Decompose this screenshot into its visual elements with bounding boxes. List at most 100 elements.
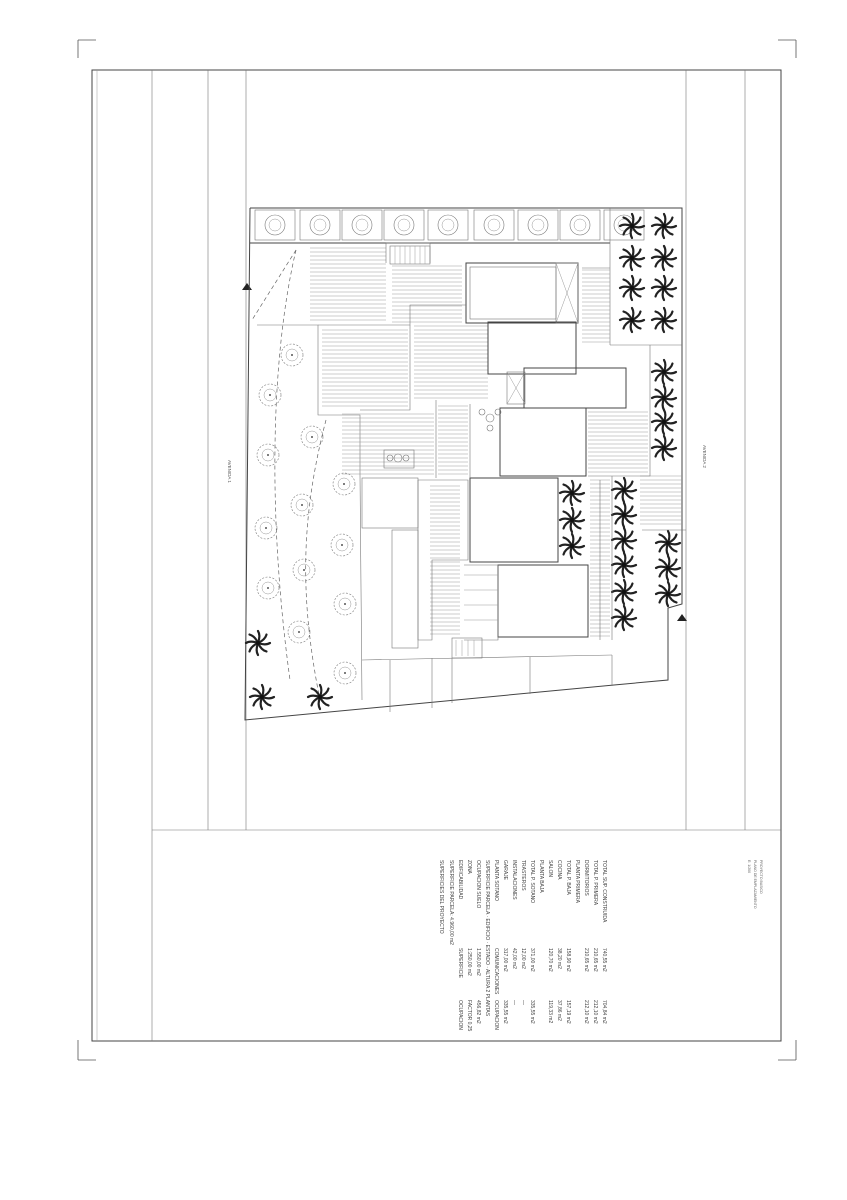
terrace-hatch-zone [414, 325, 488, 399]
schedule-cell: 119,33 m2 [547, 1000, 553, 1023]
terrace-hatch-zone [392, 265, 462, 323]
street-west: AVENIDA 1 [207, 70, 247, 830]
schedule-cell: 157,19 m2 [565, 1000, 571, 1024]
schedule-cell: TRASTEROS [520, 860, 526, 891]
access-marker-west [242, 283, 252, 290]
schedule-cell: EDIFICABILIDAD [457, 860, 463, 900]
palm-tree-icon [610, 551, 638, 579]
terrace-furniture [383, 408, 502, 469]
tree-icon [300, 425, 324, 449]
schedule-cell: 317,00 m2 [502, 948, 508, 972]
palm-tree-icon [618, 244, 646, 272]
schedule-cell: 335,55 m2 [529, 1000, 535, 1024]
stamp-line: PROYECTO BASICO [759, 860, 763, 894]
street-east: AVENIDA 2 [685, 70, 746, 830]
schedule-cell: 740,55 m2 [601, 948, 607, 972]
schedule-cell: 704,84 m2 [601, 1000, 607, 1024]
tree-icon [333, 661, 357, 685]
palm-tree-icon [650, 358, 678, 386]
schedule-cell: OCUPACION [457, 1000, 463, 1030]
palm-tree-icon [558, 479, 586, 507]
palm-tree-icon [610, 526, 638, 554]
garden-area [251, 249, 363, 701]
schedule-cell: — [520, 1000, 526, 1005]
palm-tree-icon [244, 629, 272, 657]
building-volumes [318, 242, 686, 712]
palm-tree-icon [306, 683, 334, 711]
palm-tree-icon [654, 580, 682, 608]
tree-icon [258, 383, 282, 407]
palm-tree-icon [650, 408, 678, 436]
schedule-cell: 1:250,00 m2 [466, 948, 472, 976]
tree-icon [256, 576, 280, 600]
tree-planter [254, 209, 296, 241]
palm-tree-icon [650, 212, 678, 240]
terrace-hatch-zone [310, 247, 386, 321]
palm-tree-icon [558, 506, 586, 534]
street-label-west: AVENIDA 1 [227, 460, 232, 483]
terrace-hatch-zone [640, 475, 682, 525]
terrace-hatch-zone [342, 413, 434, 475]
schedule-cell: PLANTA BAJA [538, 860, 544, 893]
tree-planter [559, 209, 601, 241]
palm-tree-icon [618, 212, 646, 240]
schedule-cell: INSTALACIONES [511, 860, 517, 900]
terrace-hatch-zone [430, 485, 460, 635]
schedule-cell: FACTOR 0,25 [466, 1000, 472, 1032]
schedule-title: SUPERFICIES DEL PROYECTO [438, 860, 444, 934]
tree-planter-row [254, 209, 645, 241]
palm-tree-icon [650, 306, 678, 334]
schedule-cell: 12,00 m2 [520, 948, 526, 969]
schedule-cell: TOTAL P. SOTANO [529, 860, 535, 903]
schedule-cell: GARAJE [502, 860, 508, 881]
schedule-cell: TOTAL P. BAJA [565, 860, 571, 895]
tree-icon [332, 472, 356, 496]
palm-tree-icon [654, 554, 682, 582]
terrace-hatch-zone [588, 411, 648, 473]
tree-icon [287, 620, 311, 644]
schedule-cell: 371,00 m2 [529, 948, 535, 972]
garden-trees [254, 343, 357, 685]
tree-planter [473, 209, 515, 241]
palm-tree-icon [618, 306, 646, 334]
schedule-cell: 212,10 m2 [592, 1000, 598, 1024]
tree-planter [427, 209, 469, 241]
schedule-cell: 210,65 m2 [592, 948, 598, 972]
palm-tree-icon [618, 274, 646, 302]
palm-tree-icon [610, 578, 638, 606]
palm-tree-icon [610, 604, 638, 632]
schedule-cell: 210,65 m2 [583, 948, 589, 972]
palm-tree-icon [650, 434, 678, 462]
tree-icon [330, 533, 354, 557]
schedule-cell: PLANTA SOTANO [493, 860, 499, 901]
schedule-cell: TOTAL P. PRIMERA [592, 860, 598, 906]
schedule-cell: OCUPACION [493, 1000, 499, 1030]
tree-planter [341, 209, 383, 241]
crop-marks [77, 39, 797, 1061]
schedule-cell: SALON [547, 860, 553, 877]
tree-icon [254, 516, 278, 540]
schedule-cell: — [511, 1000, 517, 1005]
palm-tree-icon [610, 476, 638, 504]
palm-tree-icon [558, 532, 586, 560]
schedule-cell: COCINA [556, 860, 562, 880]
tree-planter [299, 209, 341, 241]
terrace-hatching [310, 247, 682, 637]
tree-icon [290, 493, 314, 517]
palm-tree-icon [650, 384, 678, 412]
stamp-line: E: 1/200 [747, 860, 751, 873]
palm-tree-icon [650, 244, 678, 272]
schedule-cell: TOTAL SUP. CONSTRUIDA [601, 860, 607, 923]
schedule-cell: COMUNICACIONES [493, 948, 499, 995]
street-label-east: AVENIDA 2 [702, 445, 707, 468]
tree-planter [383, 209, 425, 241]
access-marker-east [677, 614, 687, 621]
schedule-cell: 158,90 m2 [565, 948, 571, 972]
palm-tree-icon [654, 529, 682, 557]
schedule-cell: SUPERFICIE [457, 948, 463, 979]
schedule-cell: ZONA [466, 860, 472, 875]
entry-steps [389, 245, 431, 265]
schedule-cell: SUPERFICIE PARCELA: 4.960,00 m2 [448, 860, 454, 945]
